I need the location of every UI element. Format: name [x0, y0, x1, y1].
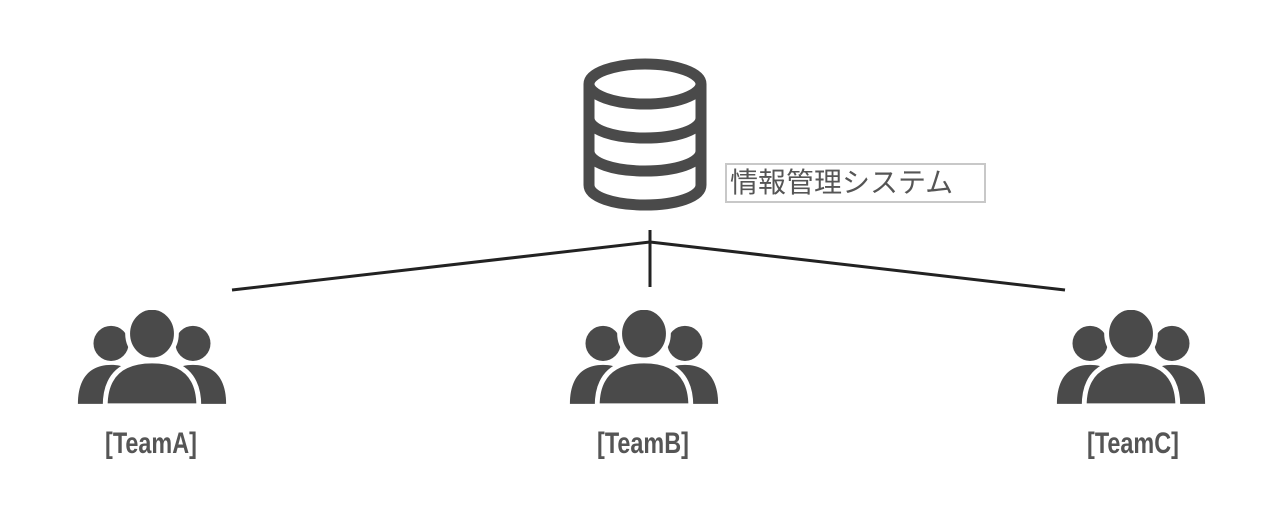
- team-a-icon: [78, 307, 226, 405]
- connector-line-team-a: [231, 240, 651, 292]
- team-b-label: [TeamB]: [597, 427, 689, 460]
- database-icon: [583, 58, 707, 211]
- team-c-label: [TeamC]: [1087, 427, 1179, 460]
- team-b-icon: [570, 307, 718, 405]
- system-label: 情報管理システム: [725, 163, 986, 203]
- team-a-label: [TeamA]: [105, 427, 197, 460]
- team-c-icon: [1057, 307, 1205, 405]
- connector-line-team-c: [649, 240, 1066, 292]
